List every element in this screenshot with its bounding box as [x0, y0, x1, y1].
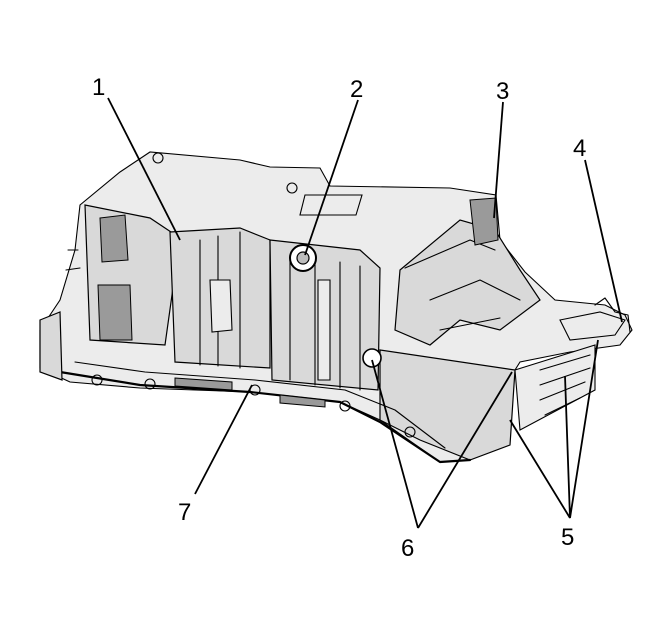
- left-end-tab: [39, 311, 63, 381]
- callout-3: 3: [496, 78, 509, 105]
- callout-7: 7: [178, 499, 191, 526]
- top-bolt-hole: [286, 182, 298, 194]
- baffle-ribs: [404, 239, 521, 331]
- front-slot: [209, 279, 233, 333]
- leader-lines: [107, 97, 623, 529]
- left-recess: [99, 214, 129, 263]
- leader-5: [509, 339, 599, 519]
- bottom-flange-edge: [58, 370, 472, 464]
- callout-labels: 1 2 3 4 5 6 7: [92, 74, 586, 562]
- callout-4: 4: [573, 135, 586, 162]
- oil-pan-body: [39, 151, 633, 464]
- right-end-tab: [594, 297, 631, 333]
- flange-bolt-hole-4: [339, 400, 351, 412]
- bottom-slot-right: [279, 394, 326, 408]
- left-lower-recess: [97, 284, 133, 341]
- bottom-slot-left: [174, 377, 233, 391]
- callout-2: 2: [350, 76, 363, 103]
- leader-6: [371, 359, 513, 529]
- leader-7: [194, 384, 253, 495]
- flange-bolt-hole-1: [91, 374, 103, 386]
- callout-1: 1: [92, 74, 105, 101]
- rear-bolt-boss: [362, 348, 382, 368]
- flange-bolt-hole-2: [144, 378, 156, 390]
- right-lower-block: [379, 349, 516, 461]
- leader-1: [107, 97, 181, 241]
- left-tab-marks: [65, 249, 81, 271]
- leader-2: [304, 99, 359, 256]
- leader-3: [493, 101, 504, 219]
- right-bracket: [514, 344, 596, 431]
- bottom-flange-inner-edge: [74, 361, 446, 449]
- top-plate: [299, 194, 363, 216]
- upper-right-pocket: [469, 197, 499, 246]
- corner-bolt-hole: [152, 152, 164, 164]
- callout-6: 6: [401, 535, 414, 562]
- drain-plug-center: [296, 251, 310, 265]
- leader-4: [584, 159, 623, 323]
- flange-bolt-hole-5: [404, 426, 416, 438]
- callout-5: 5: [561, 524, 574, 551]
- center-slot: [317, 279, 331, 381]
- right-end-flange: [559, 311, 626, 341]
